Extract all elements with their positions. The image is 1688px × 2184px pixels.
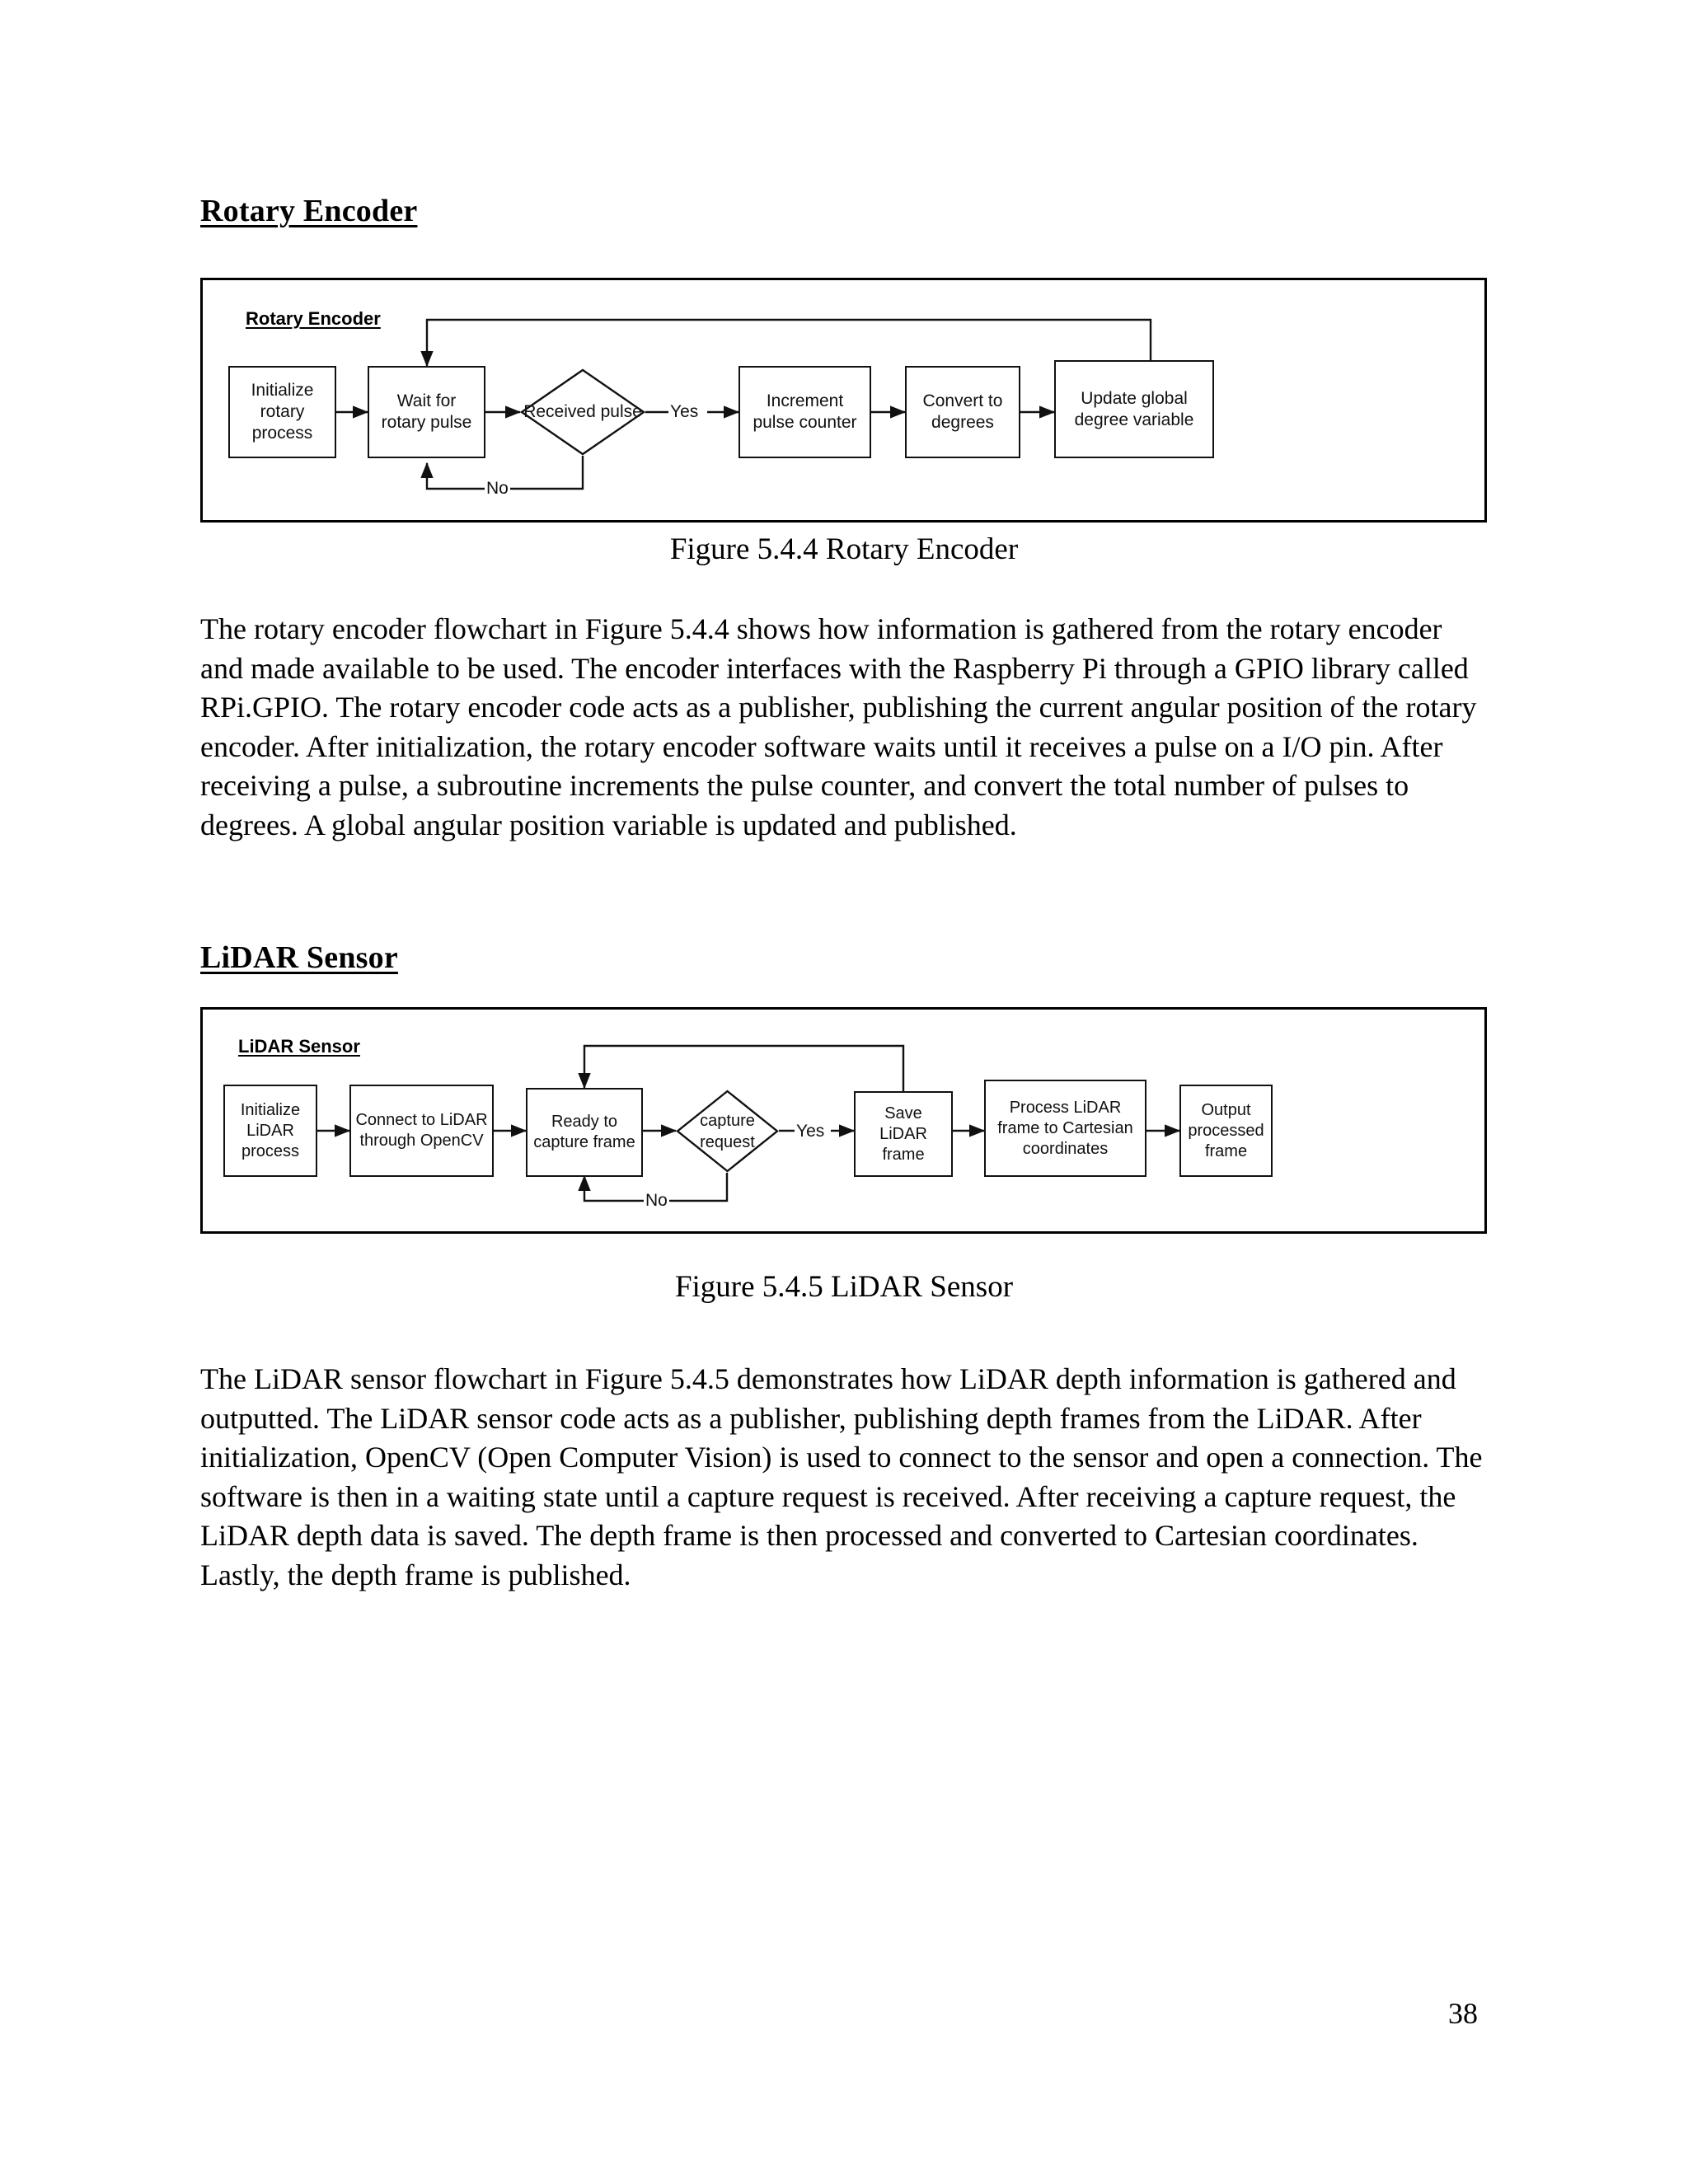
edge-label-lidar-yes: Yes bbox=[795, 1122, 827, 1141]
section-heading-lidar-sensor: LiDAR Sensor bbox=[200, 940, 398, 975]
edge-label-lidar-no: No bbox=[644, 1191, 669, 1210]
figure-caption-5-4-4: Figure 5.4.4 Rotary Encoder bbox=[669, 532, 1019, 566]
page-number: 38 bbox=[1448, 1997, 1478, 2030]
flow-decision-capture-request[interactable]: capture request bbox=[676, 1090, 779, 1173]
flow-decision-received-pulse[interactable]: Received pulse bbox=[520, 368, 645, 456]
flow-node-save-lidar-frame[interactable]: Save LiDAR frame bbox=[854, 1091, 953, 1177]
figure-caption-5-4-5: Figure 5.4.5 LiDAR Sensor bbox=[674, 1270, 1014, 1304]
flow-decision-received-pulse-label: Received pulse bbox=[523, 402, 642, 421]
flow-node-increment-pulse-counter[interactable]: Increment pulse counter bbox=[738, 366, 871, 458]
flow-node-initialize-rotary-process[interactable]: Initialize rotary process bbox=[228, 366, 336, 458]
flow-node-output-processed-frame[interactable]: Output processed frame bbox=[1179, 1085, 1273, 1177]
section-heading-rotary-encoder: Rotary Encoder bbox=[200, 194, 418, 228]
diamond-shape-icon bbox=[520, 368, 645, 456]
figure-frame-lidar-sensor: LiDAR Sensor Initializ bbox=[200, 1007, 1487, 1234]
flow-node-update-global-degree-variable[interactable]: Update global degree variable bbox=[1054, 360, 1214, 458]
flow-node-process-lidar-frame-to-cartesian-coordinates[interactable]: Process LiDAR frame to Cartesian coordin… bbox=[984, 1080, 1146, 1177]
paragraph-rotary-encoder: The rotary encoder flowchart in Figure 5… bbox=[200, 612, 1477, 841]
figure-frame-rotary-encoder: Rotary Encoder Initialize bbox=[200, 278, 1487, 523]
flow-node-ready-to-capture-frame[interactable]: Ready to capture frame bbox=[526, 1088, 643, 1177]
flow-decision-capture-request-label: capture request bbox=[700, 1111, 755, 1151]
edge-label-rotary-no: No bbox=[485, 479, 510, 498]
edge-label-rotary-yes: Yes bbox=[668, 402, 701, 421]
paragraph-lidar-sensor: The LiDAR sensor flowchart in Figure 5.4… bbox=[200, 1362, 1483, 1591]
figure-inner-label-lidar: LiDAR Sensor bbox=[238, 1036, 360, 1057]
flow-node-wait-for-rotary-pulse[interactable]: Wait for rotary pulse bbox=[368, 366, 485, 458]
figure-inner-label-rotary: Rotary Encoder bbox=[246, 308, 381, 329]
flow-node-initialize-lidar-process[interactable]: Initialize LiDAR process bbox=[223, 1085, 317, 1177]
flow-node-convert-to-degrees[interactable]: Convert to degrees bbox=[905, 366, 1020, 458]
diamond-shape-icon bbox=[676, 1090, 779, 1173]
flow-node-connect-to-lidar-through-opencv[interactable]: Connect to LiDAR through OpenCV bbox=[349, 1085, 494, 1177]
